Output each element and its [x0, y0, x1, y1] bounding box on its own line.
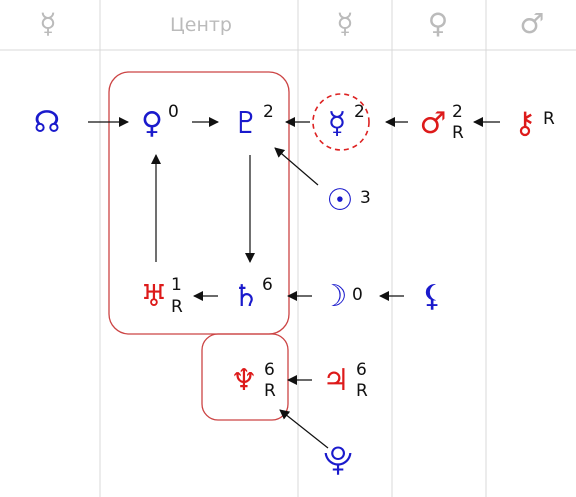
header-row: ☿ Центр ☿ ♀ ♂: [39, 7, 544, 40]
node-pluto: ♇ 2: [233, 102, 274, 141]
mercury-icon: ☿: [328, 106, 346, 141]
lilith-icon: ⚸: [421, 279, 443, 314]
venus-count: 0: [168, 102, 179, 122]
header-mercury-icon: ☿: [39, 7, 56, 40]
north-node-icon: ☊: [34, 105, 61, 140]
sun-icon: ☉: [327, 183, 354, 218]
pluto-icon: ♇: [233, 106, 260, 141]
jupiter-retrograde: R: [356, 381, 368, 401]
jupiter-icon: ♃: [323, 363, 350, 398]
node-mars: ♂ 2 R: [420, 102, 464, 143]
mercury-highlight-circle: [312, 93, 370, 151]
header-center-label: Центр: [170, 14, 232, 36]
node-lilith: ⚸: [421, 279, 443, 314]
node-proserpina: ⯓: [323, 443, 352, 478]
uranus-count: 1: [171, 275, 182, 295]
saturn-count: 6: [262, 275, 273, 295]
uranus-retrograde: R: [171, 297, 183, 317]
header-venus-icon: ♀: [428, 7, 449, 40]
arrow-sun-to-pluto: [274, 147, 319, 186]
chiron-icon: ⚷: [514, 106, 536, 141]
node-moon: ☽ 0: [321, 279, 363, 314]
arrows: [88, 117, 500, 449]
node-neptune: ♆ 6 R: [231, 360, 276, 401]
pluto-count: 2: [263, 102, 274, 122]
jupiter-count: 6: [356, 360, 367, 380]
node-mercury: ☿ 2: [328, 102, 365, 141]
node-venus: ♀ 0: [141, 102, 179, 141]
sun-count: 3: [360, 188, 371, 208]
header-mars-icon: ♂: [519, 7, 544, 40]
saturn-icon: ♄: [233, 279, 260, 314]
neptune-icon: ♆: [231, 363, 258, 398]
uranus-icon: ♅: [141, 279, 168, 314]
arrow-proserpina-to-neptune: [279, 409, 329, 449]
node-jupiter: ♃ 6 R: [323, 360, 368, 401]
node-north-node: ☊: [34, 105, 61, 140]
chiron-retrograde: R: [543, 109, 555, 129]
neptune-retrograde: R: [264, 381, 276, 401]
moon-icon: ☽: [321, 279, 348, 314]
neptune-count: 6: [264, 360, 275, 380]
mars-retrograde: R: [452, 123, 464, 143]
mars-icon: ♂: [420, 106, 447, 141]
proserpina-icon: ⯓: [323, 443, 352, 478]
node-sun: ☉ 3: [327, 183, 371, 218]
mercury-count: 2: [354, 102, 365, 122]
node-chiron: ⚷ R: [514, 106, 555, 141]
node-saturn: ♄ 6: [233, 275, 273, 314]
venus-icon: ♀: [141, 106, 163, 141]
moon-count: 0: [352, 285, 363, 305]
header-mercury-icon: ☿: [336, 7, 353, 40]
center-group-box: [108, 71, 290, 335]
mars-count: 2: [452, 102, 463, 122]
node-uranus: ♅ 1 R: [141, 275, 183, 317]
